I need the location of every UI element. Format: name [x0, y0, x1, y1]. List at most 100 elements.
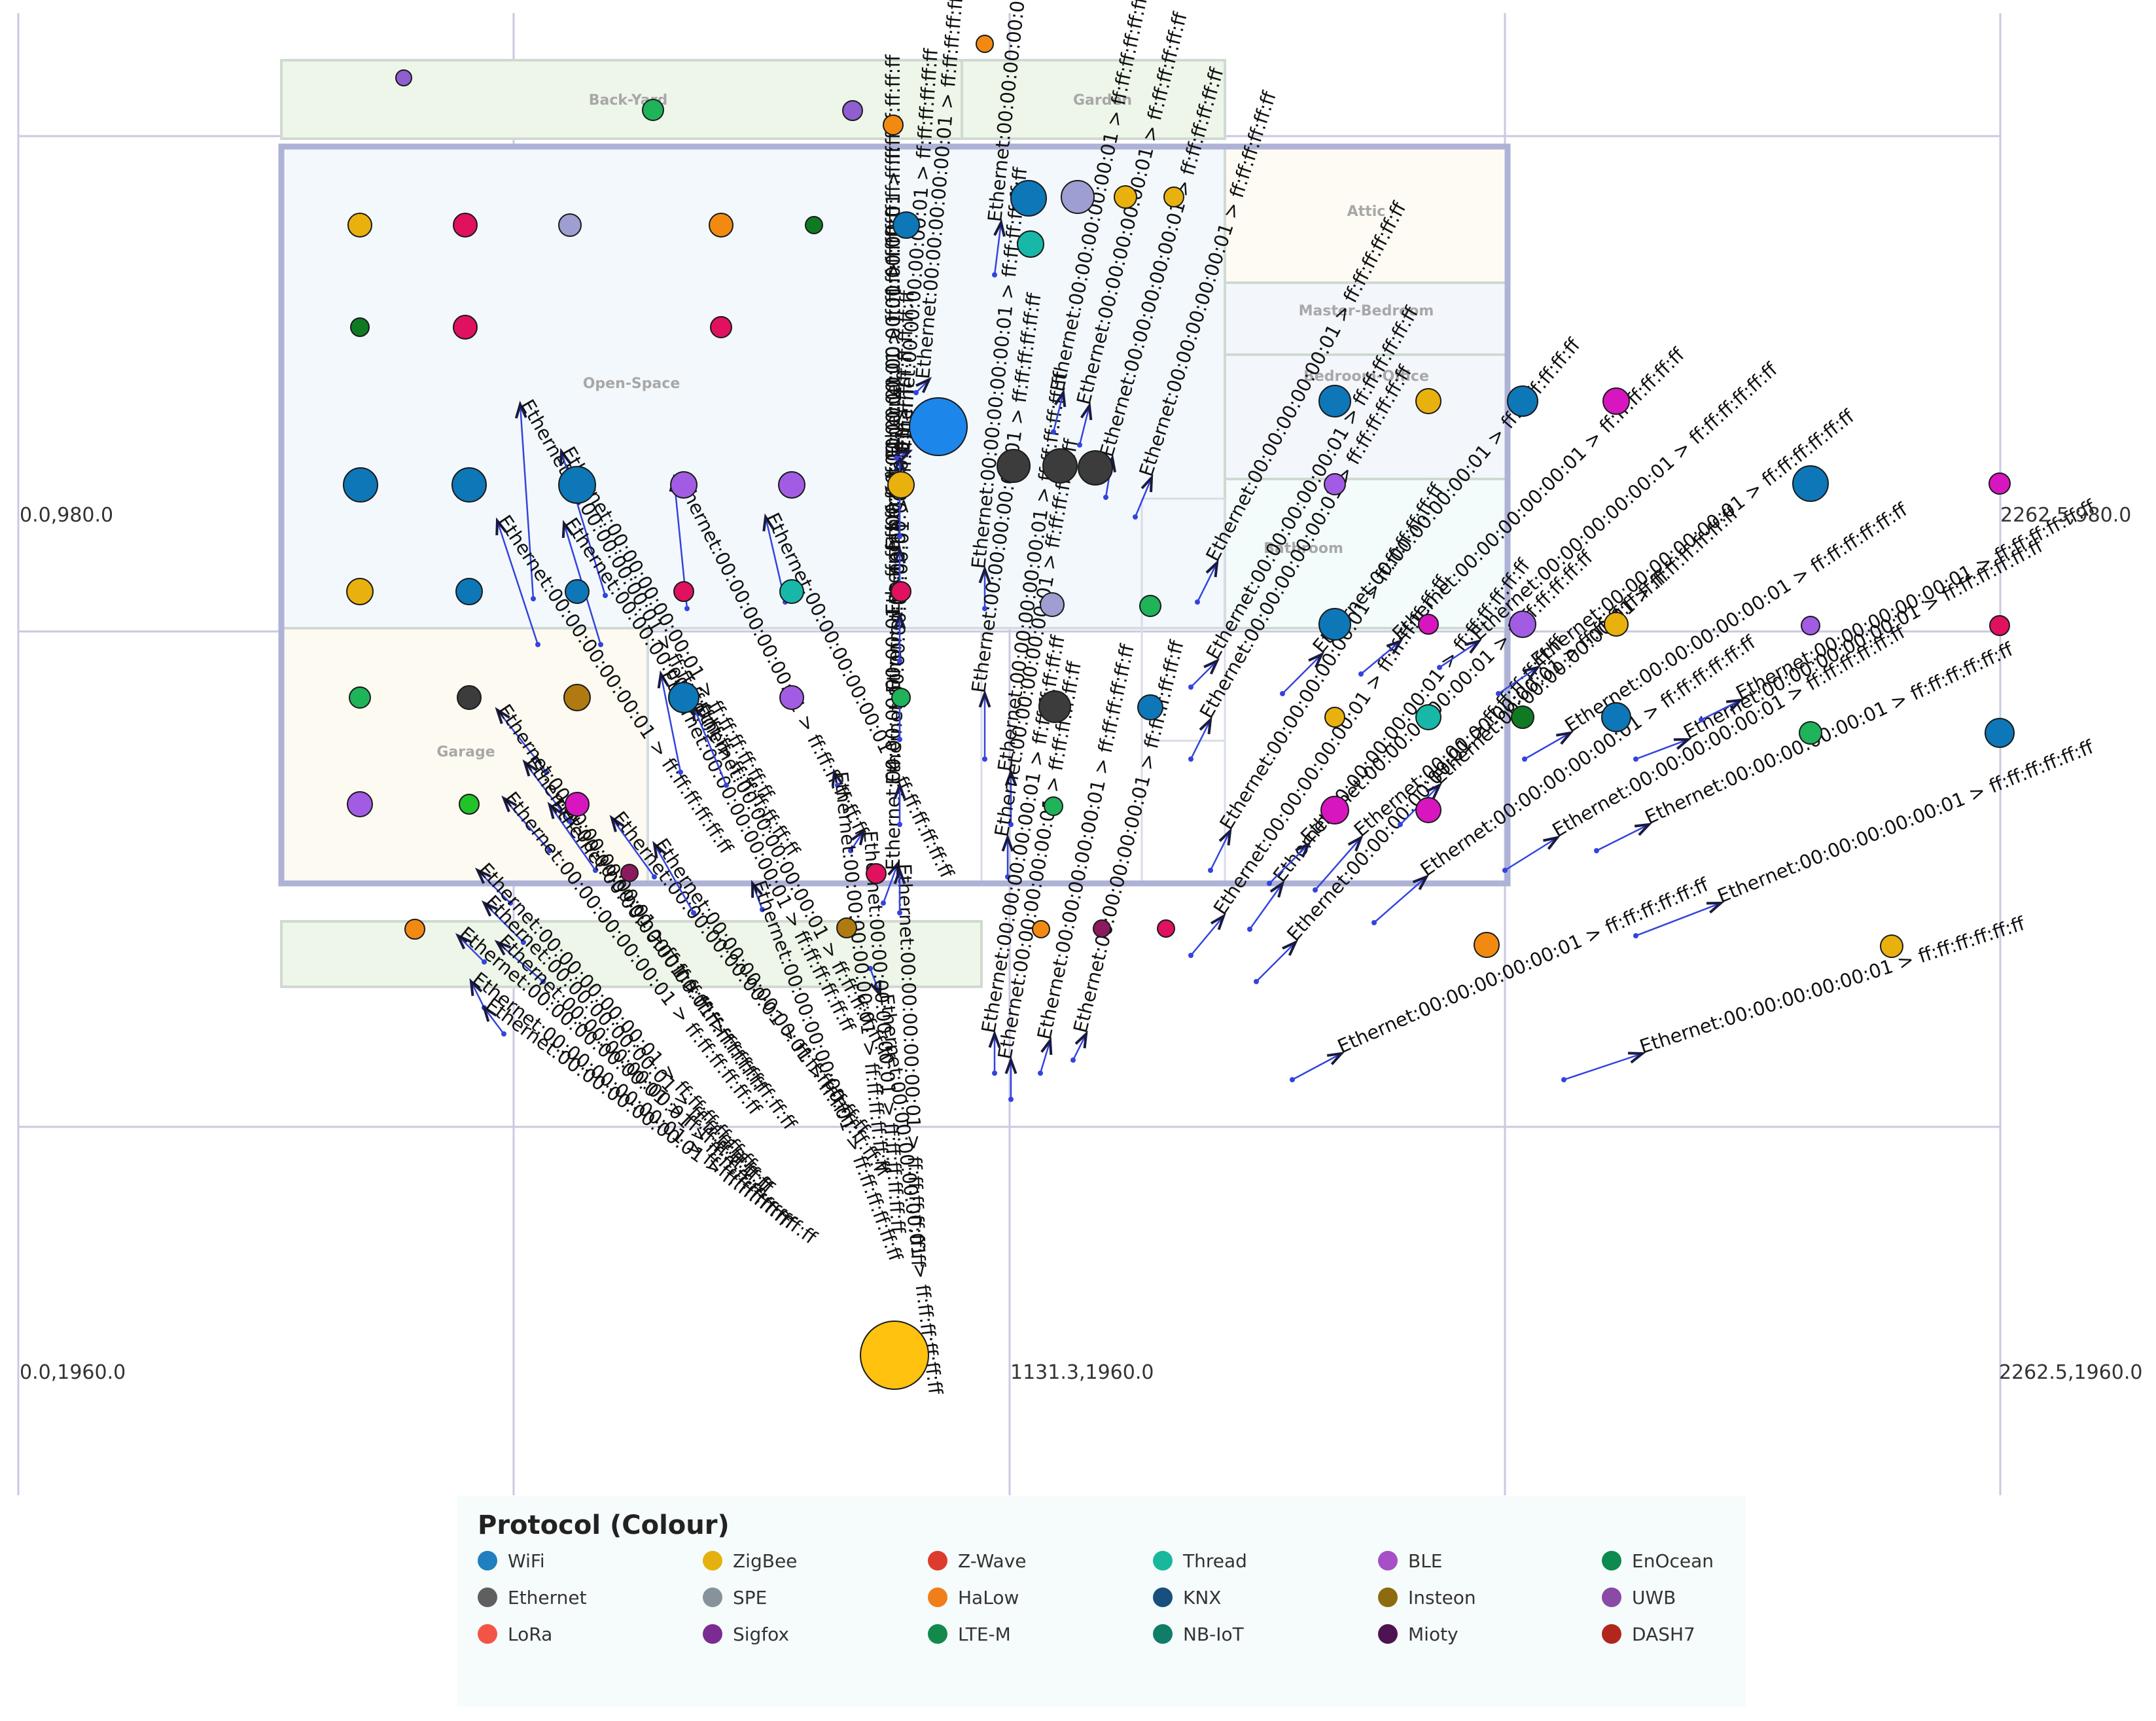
- link-endpoint: [1077, 442, 1082, 448]
- device-node[interactable]: [1474, 932, 1500, 958]
- device-node[interactable]: [347, 213, 372, 238]
- device-node[interactable]: [1017, 230, 1044, 258]
- link-line: [1498, 666, 1538, 695]
- legend-item-nb-iot: NB-IoT: [1153, 1621, 1244, 1647]
- device-node[interactable]: [1318, 385, 1351, 417]
- device-node[interactable]: [1114, 185, 1137, 209]
- device-node[interactable]: [1324, 707, 1345, 728]
- device-node[interactable]: [779, 685, 804, 710]
- device-node[interactable]: [565, 579, 590, 604]
- device-node[interactable]: [883, 115, 904, 135]
- device-node[interactable]: [887, 471, 915, 499]
- legend-label: ZigBee: [733, 1550, 798, 1572]
- device-node[interactable]: [1038, 690, 1071, 723]
- device-node[interactable]: [909, 397, 968, 456]
- link-line: [484, 902, 524, 943]
- device-node[interactable]: [1163, 186, 1184, 207]
- device-node[interactable]: [642, 99, 664, 121]
- device-node[interactable]: [343, 467, 378, 503]
- device-node[interactable]: [346, 578, 374, 605]
- device-node[interactable]: [1093, 919, 1111, 938]
- device-node[interactable]: [1601, 702, 1631, 732]
- device-node[interactable]: [453, 315, 478, 340]
- device-node[interactable]: [710, 316, 732, 338]
- device-node[interactable]: [1507, 385, 1538, 417]
- device-node[interactable]: [976, 35, 994, 53]
- device-node[interactable]: [1415, 388, 1441, 414]
- device-node[interactable]: [457, 685, 482, 710]
- link-endpoint: [598, 642, 603, 647]
- device-node[interactable]: [1880, 934, 1903, 958]
- device-node[interactable]: [1509, 611, 1536, 638]
- device-node[interactable]: [1032, 920, 1050, 938]
- device-node[interactable]: [347, 791, 373, 817]
- device-node[interactable]: [778, 471, 805, 499]
- device-node[interactable]: [1801, 616, 1820, 635]
- device-node[interactable]: [892, 211, 920, 239]
- legend-swatch: [703, 1588, 722, 1607]
- device-node[interactable]: [1324, 473, 1346, 495]
- link-line: [1635, 902, 1722, 937]
- link-arrowhead: [1004, 1056, 1017, 1074]
- device-node[interactable]: [395, 69, 412, 86]
- device-node[interactable]: [1078, 450, 1113, 486]
- device-node[interactable]: [350, 317, 370, 337]
- device-node[interactable]: [1792, 465, 1829, 502]
- link-line: [497, 942, 544, 982]
- device-node[interactable]: [668, 682, 699, 713]
- device-node[interactable]: [1799, 721, 1822, 745]
- device-node[interactable]: [779, 579, 804, 604]
- device-node[interactable]: [997, 449, 1031, 483]
- device-node[interactable]: [805, 216, 823, 234]
- device-node[interactable]: [1415, 704, 1441, 730]
- link-arrowhead: [547, 802, 563, 819]
- gateway-node[interactable]: [860, 1321, 929, 1390]
- device-node[interactable]: [620, 864, 639, 882]
- device-node[interactable]: [453, 213, 478, 238]
- device-node[interactable]: [565, 792, 590, 817]
- device-node[interactable]: [1602, 387, 1630, 415]
- device-node[interactable]: [1044, 796, 1063, 816]
- device-node[interactable]: [891, 688, 911, 707]
- device-node[interactable]: [836, 917, 857, 938]
- device-node[interactable]: [1989, 615, 2010, 636]
- link-arrowhead: [1001, 834, 1014, 852]
- legend-swatch: [928, 1588, 947, 1607]
- device-node[interactable]: [709, 213, 733, 238]
- device-node[interactable]: [1042, 448, 1078, 484]
- device-node[interactable]: [1415, 797, 1441, 823]
- link-arrowhead: [1326, 1052, 1345, 1065]
- device-node[interactable]: [866, 863, 887, 884]
- link-arrowhead: [978, 690, 991, 708]
- device-node[interactable]: [459, 794, 480, 815]
- device-node[interactable]: [1010, 180, 1047, 217]
- device-node[interactable]: [455, 578, 483, 605]
- link-line: [1315, 837, 1362, 891]
- device-node[interactable]: [451, 467, 487, 503]
- device-node[interactable]: [1061, 180, 1095, 214]
- device-node[interactable]: [1137, 694, 1163, 720]
- link-endpoint: [1290, 1077, 1295, 1082]
- legend-swatch: [1602, 1588, 1621, 1607]
- device-node[interactable]: [1040, 592, 1065, 617]
- device-node[interactable]: [1418, 614, 1439, 635]
- device-node[interactable]: [404, 919, 425, 940]
- device-node[interactable]: [1139, 595, 1161, 617]
- link-endpoint: [1188, 684, 1193, 690]
- device-node[interactable]: [1988, 472, 2011, 495]
- device-node[interactable]: [891, 581, 911, 602]
- device-node[interactable]: [558, 213, 582, 237]
- device-node[interactable]: [1157, 919, 1175, 938]
- device-node[interactable]: [1985, 718, 2015, 748]
- device-node[interactable]: [842, 100, 863, 121]
- device-node[interactable]: [563, 684, 591, 711]
- device-node[interactable]: [1511, 705, 1534, 729]
- device-node[interactable]: [1318, 608, 1351, 641]
- device-node[interactable]: [673, 581, 694, 602]
- device-node[interactable]: [670, 471, 698, 499]
- device-node[interactable]: [1604, 612, 1629, 637]
- device-node[interactable]: [349, 686, 371, 709]
- device-node[interactable]: [1320, 796, 1349, 825]
- device-node[interactable]: [558, 466, 596, 504]
